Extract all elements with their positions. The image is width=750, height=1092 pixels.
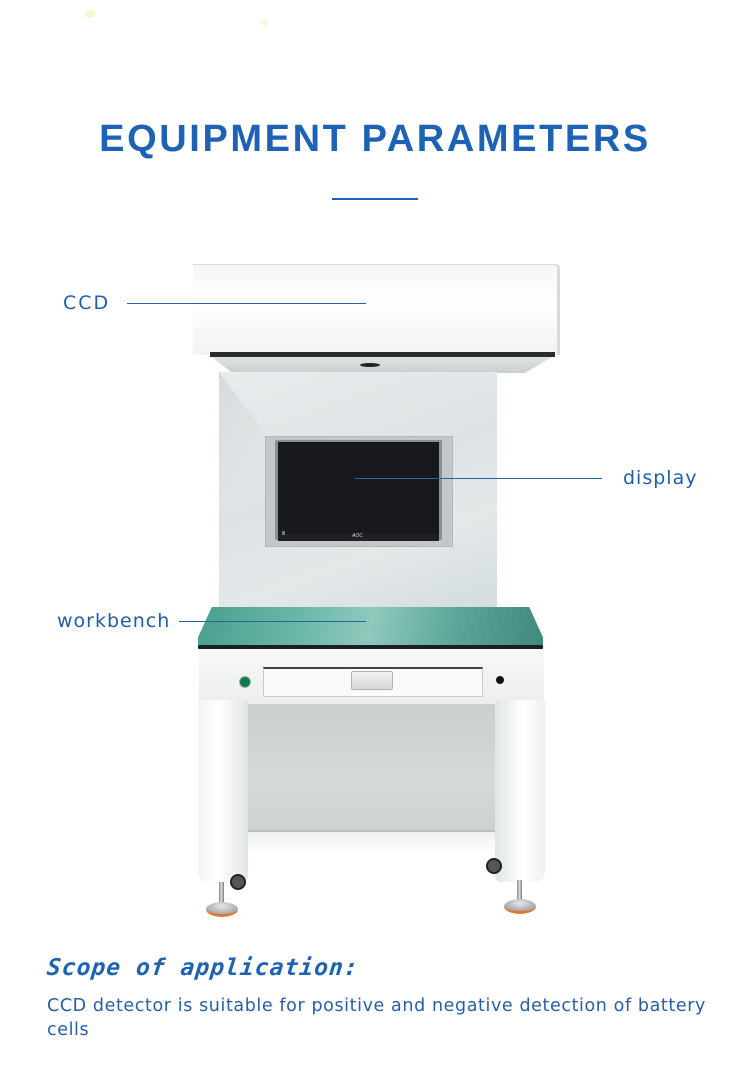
under-cabinet-back (248, 704, 495, 830)
workbench-top (198, 607, 543, 645)
scope-heading: Scope of application: (45, 955, 361, 981)
monitor-screen (278, 442, 439, 534)
leveling-foot-icon (206, 902, 238, 917)
callout-label-ccd: CCD (63, 292, 111, 314)
callout-label-display: display (623, 467, 698, 489)
callout-leader-display (355, 478, 602, 479)
decorative-speck (262, 20, 268, 26)
monitor-power-icon (282, 531, 285, 535)
ccd-detector-machine-image: AOC (193, 264, 560, 917)
scope-description: CCD detector is suitable for positive an… (47, 996, 706, 1040)
leveling-foot-stem (517, 880, 522, 902)
workbench-edge (198, 645, 543, 649)
callout-leader-ccd (127, 303, 366, 304)
page-title: EQUIPMENT PARAMETERS (99, 118, 651, 160)
under-cabinet-shadow (248, 830, 495, 832)
monitor-bezel-bottom (278, 534, 439, 541)
drawer-handle-icon (351, 671, 393, 690)
green-indicator-light-icon (239, 676, 251, 688)
leveling-foot-stem (219, 882, 224, 904)
left-leg (198, 700, 248, 882)
caster-wheel-icon (230, 874, 246, 890)
caster-wheel-icon (486, 858, 502, 874)
hood-underside (212, 357, 552, 373)
right-leg (495, 700, 545, 882)
title-underline (332, 198, 418, 200)
camera-lens-icon (360, 363, 380, 367)
callout-label-workbench: workbench (57, 610, 171, 632)
callout-leader-workbench (179, 621, 366, 622)
monitor-brand-logo: AOC (352, 533, 363, 539)
ccd-camera-hood (193, 264, 560, 355)
black-button-icon (496, 676, 504, 684)
under-cabinet-floor (244, 830, 499, 856)
decorative-speck (85, 10, 95, 18)
leveling-foot-icon (504, 899, 536, 914)
hood-lip (210, 352, 555, 357)
